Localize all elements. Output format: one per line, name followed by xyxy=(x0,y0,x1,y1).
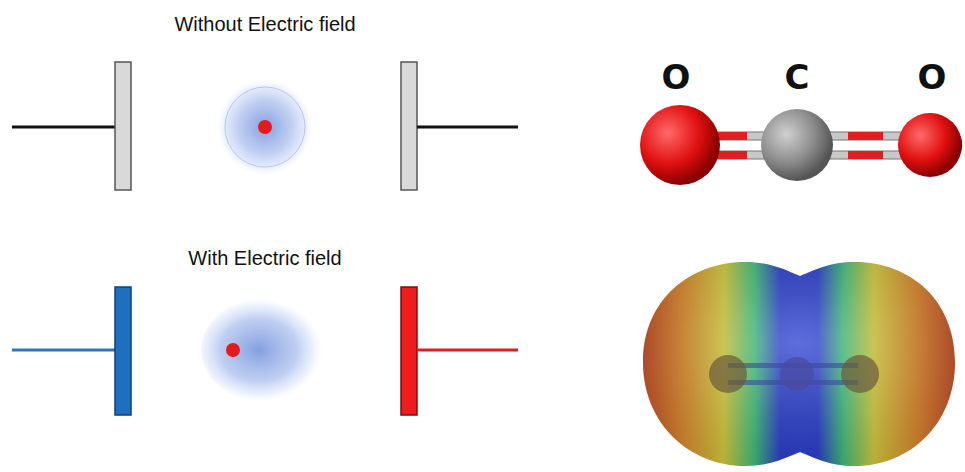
atom-label: O xyxy=(918,59,947,96)
panel-title: With Electric field xyxy=(188,247,341,269)
co2-model xyxy=(640,105,962,185)
plates-no-field xyxy=(12,62,518,190)
panel-title: Without Electric field xyxy=(174,13,355,35)
plates-with-field xyxy=(12,287,518,415)
atom-label: C xyxy=(785,59,810,96)
electrostatic-surface xyxy=(643,262,955,466)
atom-label: O xyxy=(662,59,691,96)
